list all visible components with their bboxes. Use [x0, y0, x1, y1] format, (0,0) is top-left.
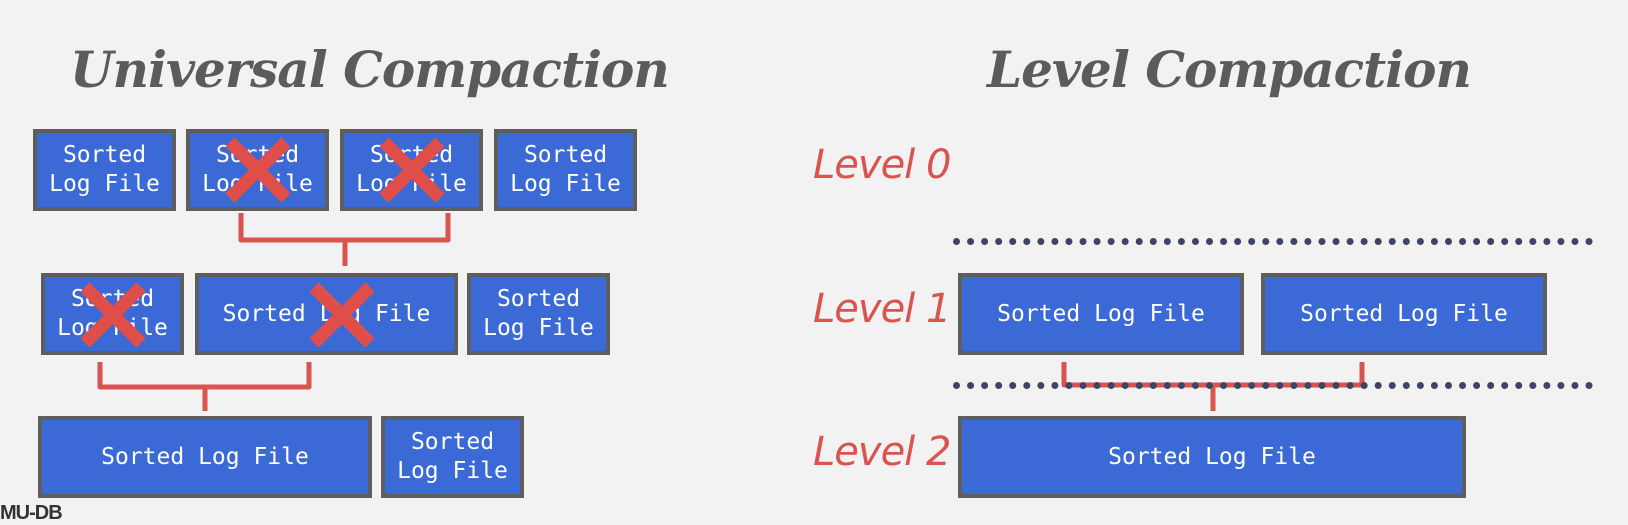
level-compaction-title: Level Compaction [987, 40, 1472, 99]
sorted-log-file-box: Sorted Log File [1261, 273, 1547, 355]
box-label: Sorted Log File [397, 429, 508, 484]
bracket-universal-row1 [238, 213, 451, 266]
sorted-log-file-box: Sorted Log File [467, 273, 610, 355]
box-label: Sorted Log File [49, 142, 160, 197]
box-label: Sorted Log File [510, 142, 621, 197]
sorted-log-file-box: Sorted Log File [195, 273, 458, 355]
level-divider [953, 238, 1593, 245]
box-label: Sorted Log File [1108, 443, 1316, 470]
box-label: Sorted Log File [101, 443, 309, 470]
cross-icon [225, 137, 291, 203]
level-1-label: Level 1 [813, 286, 951, 332]
cross-icon [309, 282, 375, 348]
box-label: Sorted Log File [997, 300, 1205, 327]
sorted-log-file-box: Sorted Log File [958, 273, 1244, 355]
sorted-log-file-box: Sorted Log File [381, 416, 524, 498]
cross-icon [379, 137, 445, 203]
level-0-label: Level 0 [813, 142, 951, 188]
footer-logo: MU-DB [0, 502, 63, 524]
cross-icon [80, 282, 146, 348]
level-2-label: Level 2 [813, 429, 951, 475]
level-divider [953, 382, 1593, 389]
bracket-universal-row2 [97, 362, 312, 411]
box-label: Sorted Log File [483, 286, 594, 341]
box-label: Sorted Log File [1300, 300, 1508, 327]
sorted-log-file-box: Sorted Log File [494, 129, 637, 211]
sorted-log-file-box: Sorted Log File [38, 416, 372, 498]
sorted-log-file-box: Sorted Log File [958, 416, 1466, 498]
universal-compaction-title: Universal Compaction [70, 40, 670, 99]
sorted-log-file-box: Sorted Log File [33, 129, 176, 211]
